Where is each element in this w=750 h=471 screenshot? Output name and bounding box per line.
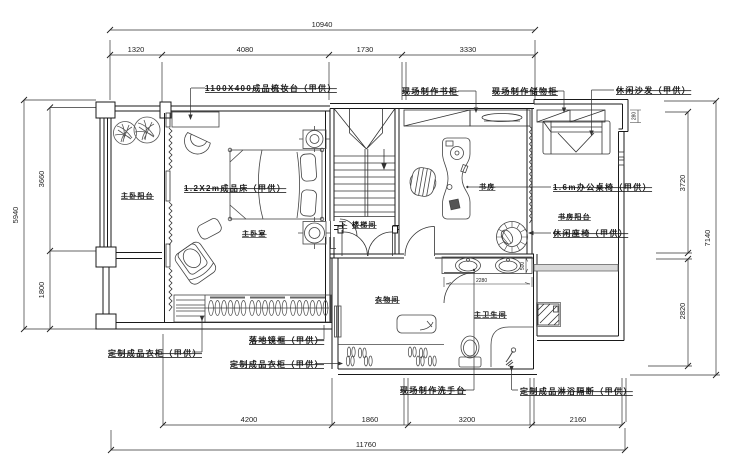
svg-text:主卫生间: 主卫生间 [474, 310, 507, 319]
svg-text:现场制作储物柜: 现场制作储物柜 [492, 86, 558, 96]
svg-text:3330: 3330 [460, 45, 477, 54]
svg-text:3660: 3660 [37, 171, 46, 188]
svg-text:4080: 4080 [237, 45, 254, 54]
svg-text:定制成品淋浴隔断（甲供）: 定制成品淋浴隔断（甲供） [519, 386, 633, 396]
svg-text:1860: 1860 [362, 415, 379, 424]
svg-text:10940: 10940 [312, 20, 333, 29]
svg-text:书房: 书房 [479, 182, 495, 191]
svg-text:现场制作书柜: 现场制作书柜 [402, 86, 458, 96]
svg-text:主卧阳台: 主卧阳台 [121, 191, 154, 200]
svg-text:3720: 3720 [678, 175, 687, 192]
svg-text:1.6m办公桌椅（甲供）: 1.6m办公桌椅（甲供） [553, 182, 652, 192]
svg-text:衣物间: 衣物间 [375, 295, 400, 304]
svg-text:定制成品衣柜（甲供）: 定制成品衣柜（甲供） [107, 348, 202, 358]
svg-text:1800: 1800 [37, 282, 46, 299]
svg-text:2820: 2820 [678, 303, 687, 320]
svg-text:休闲沙发（甲供）: 休闲沙发（甲供） [615, 85, 691, 95]
svg-text:2160: 2160 [570, 415, 587, 424]
svg-text:2280: 2280 [476, 278, 487, 284]
svg-text:7140: 7140 [703, 230, 712, 247]
svg-text:280: 280 [632, 112, 638, 121]
svg-text:1100X400成品梳妆台（甲供）: 1100X400成品梳妆台（甲供） [205, 83, 337, 93]
svg-text:11760: 11760 [356, 440, 376, 449]
svg-text:4200: 4200 [241, 415, 258, 424]
svg-text:1320: 1320 [128, 45, 145, 54]
svg-text:500: 500 [520, 262, 526, 271]
svg-text:1730: 1730 [357, 45, 374, 54]
svg-text:落地镜框（甲供）: 落地镜框（甲供） [249, 335, 324, 345]
svg-text:现场制作洗手台: 现场制作洗手台 [400, 385, 466, 395]
svg-text:3200: 3200 [459, 415, 476, 424]
svg-text:5940: 5940 [11, 207, 20, 224]
svg-text:下: 下 [339, 221, 347, 229]
svg-text:定制成品衣柜（甲供）: 定制成品衣柜（甲供） [229, 359, 324, 369]
svg-text:1.2X2m成品床（甲供）: 1.2X2m成品床（甲供） [184, 183, 286, 193]
svg-text:主卧室: 主卧室 [242, 229, 267, 238]
svg-text:楼梯间: 楼梯间 [352, 220, 377, 229]
svg-text:休闲座椅（甲供）: 休闲座椅（甲供） [552, 228, 628, 238]
svg-text:书房阳台: 书房阳台 [558, 212, 591, 221]
